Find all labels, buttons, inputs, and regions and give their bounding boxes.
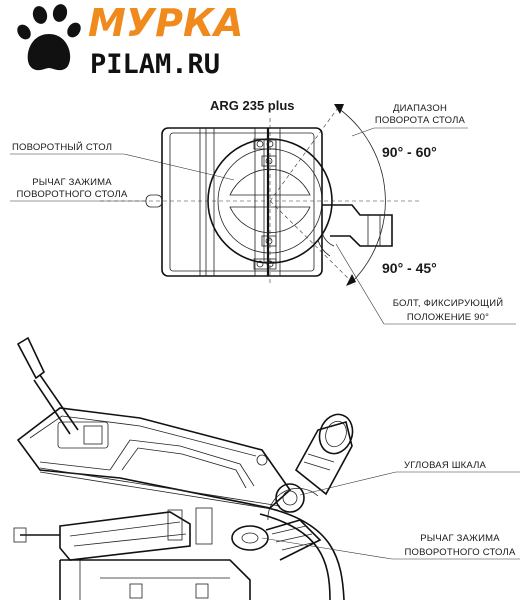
top-view-title: ARG 235 plus: [210, 98, 295, 113]
label-range-line1: ДИАПАЗОН: [393, 103, 447, 114]
saw-arm: [16, 407, 292, 509]
motor: [294, 413, 354, 496]
vice: [13, 507, 213, 561]
label-range-line2: ПОВОРОТА СТОЛА: [375, 115, 466, 126]
side-lever-handle: [16, 336, 79, 435]
bolt-blocks: [253, 138, 277, 270]
paw-print-icon: [17, 4, 81, 71]
label-rotary-table: ПОВОРОТНЫЙ СТОЛ: [12, 141, 112, 153]
top-view: ARG 235 plus: [10, 98, 516, 325]
brand-bottom-text: PILAM.RU: [90, 49, 220, 80]
label-side-lever-line2: ПОВОРОТНОГО СТОЛА: [404, 547, 515, 558]
logo: МУРКА PILAM.RU: [17, 1, 243, 80]
clamp-lever-handle: [322, 204, 393, 247]
saw-blade: [39, 467, 281, 511]
angular-scale: [267, 483, 319, 521]
side-view: УГЛОВАЯ ШКАЛА РЫЧАГ ЗАЖИМА ПОВОРОТНОГО С…: [13, 336, 520, 600]
label-lever-line1: РЫЧАГ ЗАЖИМА: [32, 177, 112, 188]
label-lever-line2: ПОВОРОТНОГО СТОЛА: [16, 189, 127, 200]
angle-upper: 90° - 60°: [382, 144, 437, 160]
base-plate: [161, 127, 323, 277]
rotation-range-arc: [334, 104, 386, 286]
brand-top-text: МУРКА: [88, 1, 243, 45]
label-side-lever-line1: РЫЧАГ ЗАЖИМА: [420, 533, 500, 544]
angle-lower: 90° - 45°: [382, 260, 437, 276]
label-angular-scale: УГЛОВАЯ ШКАЛА: [404, 460, 487, 471]
label-bolt-line1: БОЛТ, ФИКСИРУЮЩИЙ: [393, 297, 504, 309]
rotary-base: [231, 519, 322, 561]
label-bolt-line2: ПОЛОЖЕНИЕ 90°: [407, 312, 489, 323]
power-cable: [259, 507, 345, 600]
base-frame: [59, 559, 251, 600]
